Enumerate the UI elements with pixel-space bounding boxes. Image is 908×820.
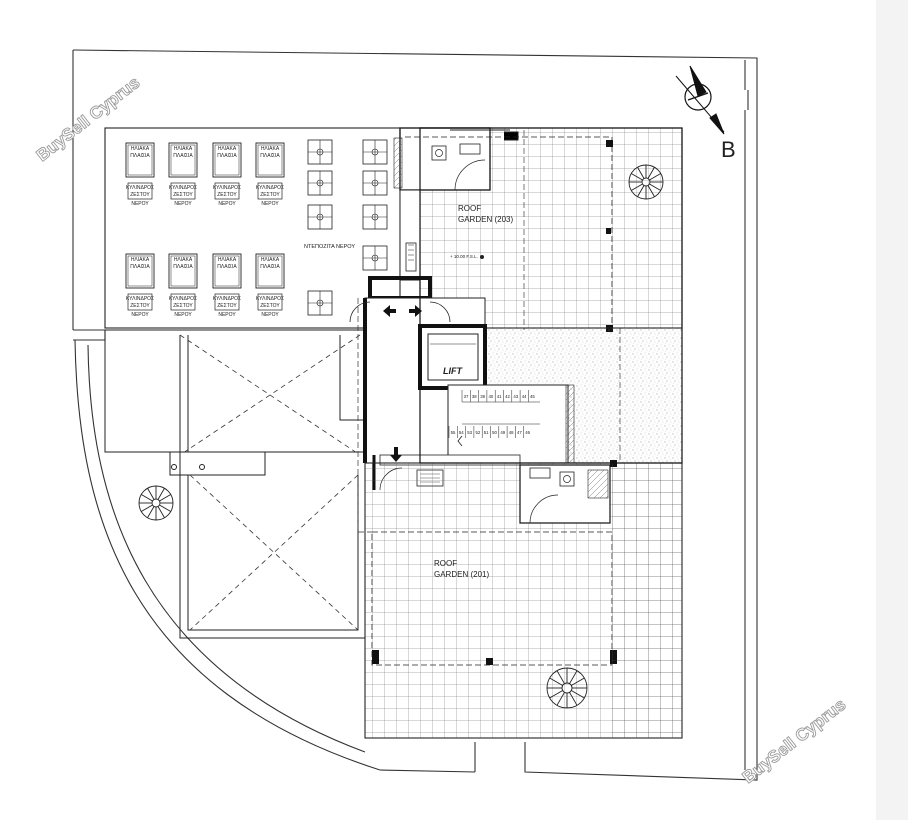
lift-label: LIFT: [443, 366, 463, 376]
cylinder-label: ΖΕΣΤΟΥ: [260, 192, 280, 198]
water-tank: [307, 204, 333, 230]
stair-step-label: 38: [472, 394, 477, 399]
solar-panel-label: ΠΛΑΙΣΙΑ: [260, 264, 280, 270]
stair-step-label: 43: [513, 394, 518, 399]
stair-step-label: 47: [517, 430, 522, 435]
water-tank: [362, 204, 388, 230]
stair-step-label: 55: [451, 430, 456, 435]
cylinder-label: ΝΕΡΟΥ: [131, 201, 149, 207]
roof-garden-201-line1: ROOF: [434, 559, 457, 568]
water-tank: [307, 139, 333, 165]
cylinder-label: ΚΥΛΙΝΔΡΟΣ: [256, 185, 284, 191]
solar-panel-label: ΠΛΑΙΣΙΑ: [173, 264, 193, 270]
water-tanks: [307, 139, 388, 316]
cylinder-label: ΖΕΣΤΟΥ: [130, 303, 150, 309]
solar-panel-label: ΠΛΑΙΣΙΑ: [217, 264, 237, 270]
level-label: + 10.00 F.S.L.: [450, 254, 478, 259]
stair-step-label: 37: [464, 394, 469, 399]
watermark-bottom: BuySell Cyprus: [739, 695, 850, 787]
roof-garden-201: ROOF GARDEN (201): [364, 460, 683, 739]
cylinder-label: ΖΕΣΤΟΥ: [173, 303, 193, 309]
stair-step-label: 45: [530, 394, 535, 399]
cylinder-label: ΚΥΛΙΝΔΡΟΣ: [256, 296, 284, 302]
solar-panel-label: ΠΛΑΙΣΙΑ: [217, 153, 237, 159]
stair-step-label: 46: [525, 430, 530, 435]
skylight-diagonals: [179, 334, 361, 631]
cylinder-label: ΖΕΣΤΟΥ: [217, 192, 237, 198]
cylinder-label: ΚΥΛΙΝΔΡΟΣ: [169, 296, 197, 302]
stair-step-label: 41: [497, 394, 502, 399]
compass-letter: B: [721, 137, 736, 162]
cylinder-label: ΝΕΡΟΥ: [131, 312, 149, 318]
cylinder-label: ΝΕΡΟΥ: [174, 312, 192, 318]
spiral-stair-icon: [138, 164, 664, 709]
solar-panel-label: ΠΛΑΙΣΙΑ: [130, 153, 150, 159]
solar-panel-label: ΗΛΙΑΚΑ: [174, 146, 193, 152]
solar-panel-label: ΗΛΙΑΚΑ: [218, 257, 237, 263]
roof-garden-203-line2: GARDEN (203): [458, 215, 513, 224]
lower-roof-left: [104, 329, 366, 639]
solar-panel-label: ΗΛΙΑΚΑ: [131, 257, 150, 263]
stair-step-label: 44: [522, 394, 527, 399]
cylinder-label: ΝΕΡΟΥ: [174, 201, 192, 207]
cylinder-label: ΚΥΛΙΝΔΡΟΣ: [126, 185, 154, 191]
cylinder-label: ΚΥΛΙΝΔΡΟΣ: [213, 185, 241, 191]
water-tank: [362, 170, 388, 196]
stair-step-label: 39: [480, 394, 485, 399]
cylinder-label: ΖΕΣΤΟΥ: [217, 303, 237, 309]
cylinder-label: ΝΕΡΟΥ: [218, 201, 236, 207]
roof-garden-201-line2: GARDEN (201): [434, 570, 489, 579]
stair-step-label: 49: [500, 430, 505, 435]
cylinder-label: ΝΕΡΟΥ: [261, 201, 279, 207]
cylinder-label: ΖΕΣΤΟΥ: [173, 192, 193, 198]
solar-panel-label: ΗΛΙΑΚΑ: [218, 146, 237, 152]
stair-step-label: 40: [489, 394, 494, 399]
plot-boundary: [72, 49, 758, 781]
solar-panel-label: ΗΛΙΑΚΑ: [174, 257, 193, 263]
cylinder-label: ΝΕΡΟΥ: [261, 312, 279, 318]
stair-step-label: 53: [467, 430, 472, 435]
solar-panel-label: ΗΛΙΑΚΑ: [131, 146, 150, 152]
building-outline: [419, 127, 683, 464]
roof-garden-203-line1: ROOF: [458, 204, 481, 213]
stair-step-label: 52: [476, 430, 481, 435]
arrow-icon: [383, 305, 422, 462]
stair-step-label: 54: [459, 430, 464, 435]
side-panel: [876, 0, 908, 820]
water-tank: [362, 245, 388, 271]
cylinder-label: ΚΥΛΙΝΔΡΟΣ: [126, 296, 154, 302]
cylinder-label: ΖΕΣΤΟΥ: [130, 192, 150, 198]
dashed-core-outline: [357, 298, 372, 533]
solar-panel-label: ΠΛΑΙΣΙΑ: [130, 264, 150, 270]
water-tank: [307, 290, 333, 316]
solar-panel-label: ΠΛΑΙΣΙΑ: [173, 153, 193, 159]
cylinder-label: ΖΕΣΤΟΥ: [260, 303, 280, 309]
water-tanks-label: ΝΤΕΠΟΖΙΤΑ ΝΕΡΟΥ: [304, 244, 355, 250]
water-tank: [362, 139, 388, 165]
stair-step-label: 51: [484, 430, 489, 435]
solar-panels: ΗΛΙΑΚΑΠΛΑΙΣΙΑΚΥΛΙΝΔΡΟΣΖΕΣΤΟΥΝΕΡΟΥΗΛΙΑΚΑΠ…: [125, 142, 285, 318]
solar-panel-label: ΗΛΙΑΚΑ: [261, 257, 280, 263]
roof-garden-203: + 10.00 F.S.L. ROOF GARDEN (203): [393, 127, 683, 332]
cylinder-label: ΚΥΛΙΝΔΡΟΣ: [169, 185, 197, 191]
cylinder-label: ΚΥΛΙΝΔΡΟΣ: [213, 296, 241, 302]
solar-panel-label: ΗΛΙΑΚΑ: [261, 146, 280, 152]
water-tank: [307, 170, 333, 196]
cylinder-label: ΝΕΡΟΥ: [218, 312, 236, 318]
stair-step-label: 48: [509, 430, 514, 435]
stair-step-label: 50: [492, 430, 497, 435]
stair-step-label: 42: [505, 394, 510, 399]
solar-panel-label: ΠΛΑΙΣΙΑ: [260, 153, 280, 159]
north-arrow-icon: [675, 65, 725, 135]
